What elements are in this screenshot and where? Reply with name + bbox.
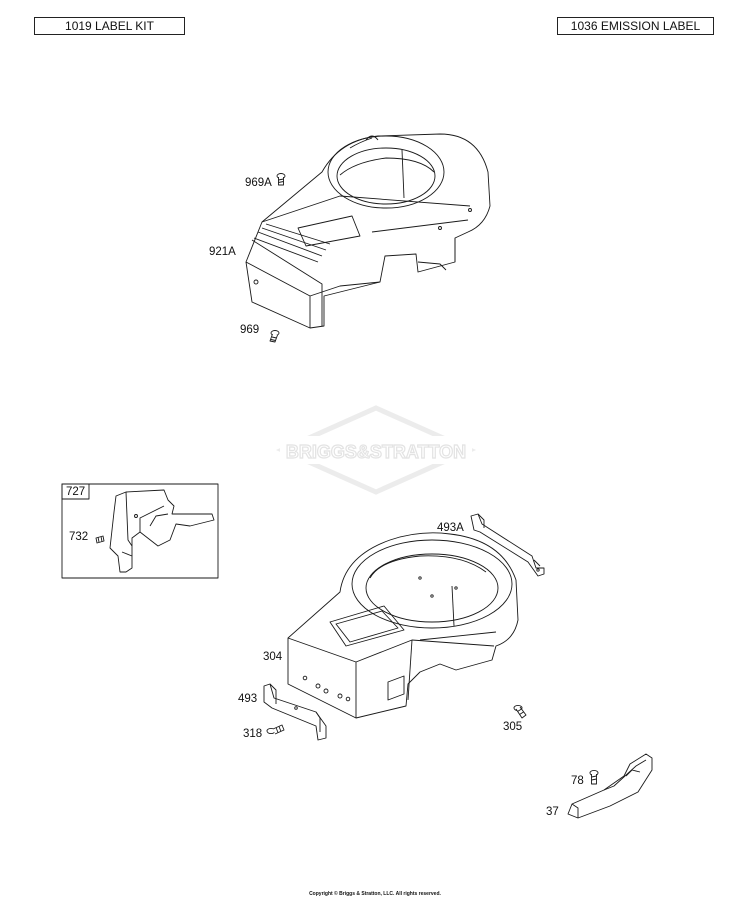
part-label-305: 305 bbox=[503, 721, 523, 733]
part-label-318: 318 bbox=[243, 728, 263, 740]
bolt-969a-icon bbox=[276, 173, 286, 186]
baffle-37 bbox=[567, 753, 653, 819]
emission-label-box: 1036 EMISSION LABEL bbox=[557, 17, 714, 35]
bolt-305-icon bbox=[513, 704, 527, 719]
watermark-text: BRIGGS&STRATTON bbox=[286, 442, 466, 462]
inset-panel-727 bbox=[61, 483, 219, 579]
part-label-732: 732 bbox=[69, 531, 89, 543]
briggs-stratton-watermark: BRIGGS&STRATTON bbox=[275, 405, 477, 495]
part-label-969a: 969A bbox=[245, 177, 272, 189]
part-label-304: 304 bbox=[263, 651, 283, 663]
bolt-318-icon bbox=[266, 724, 285, 735]
blower-housing-921a bbox=[245, 133, 491, 329]
bracket-493 bbox=[263, 683, 327, 741]
bolt-78-icon bbox=[589, 769, 599, 785]
part-label-78: 78 bbox=[571, 775, 584, 787]
part-label-37: 37 bbox=[546, 806, 559, 818]
screw-732-icon bbox=[95, 535, 105, 544]
copyright-footer: Copyright © Briggs & Stratton, LLC. All … bbox=[309, 891, 441, 897]
bolt-969-icon bbox=[269, 330, 280, 343]
part-label-493: 493 bbox=[238, 693, 258, 705]
part-label-969: 969 bbox=[240, 324, 260, 336]
blower-housing-304 bbox=[287, 532, 519, 719]
part-label-493a: 493A bbox=[437, 522, 464, 534]
inset-callout-727: 727 bbox=[66, 486, 86, 498]
part-label-921a: 921A bbox=[209, 246, 236, 258]
label-kit-box: 1019 LABEL KIT bbox=[34, 17, 185, 35]
bracket-493a bbox=[470, 513, 545, 577]
